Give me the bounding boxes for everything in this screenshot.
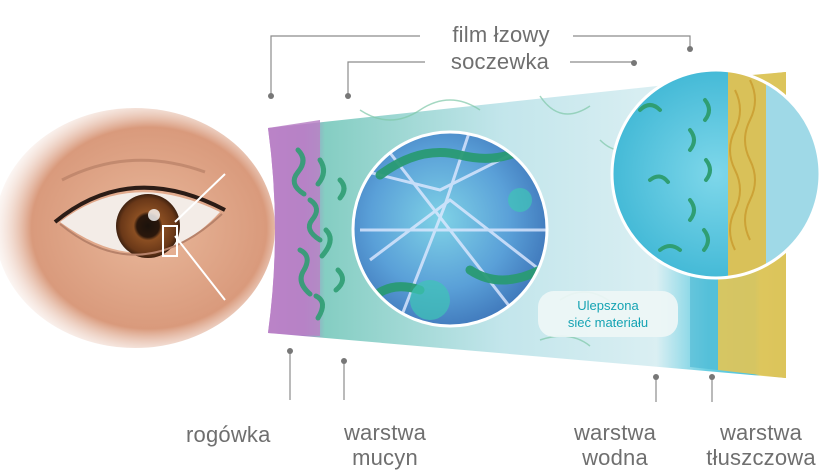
cornea-layer (268, 120, 320, 336)
label-cornea: rogówka (186, 422, 296, 447)
improved-material-network-badge: Ulepszona sieć materiału (538, 291, 678, 337)
label-lipid-layer: warstwa tłuszczowa (696, 420, 826, 470)
badge-line-1: Ulepszona (538, 297, 678, 314)
label-tear-film: film łzowy (436, 22, 566, 47)
label-aqueous-layer: warstwa wodna (560, 420, 670, 470)
eye-photo-icon (0, 108, 275, 348)
badge-line-2: sieć materiału (538, 314, 678, 331)
label-mucin-layer: warstwa mucyn (330, 420, 440, 470)
label-lens: soczewka (432, 49, 568, 74)
